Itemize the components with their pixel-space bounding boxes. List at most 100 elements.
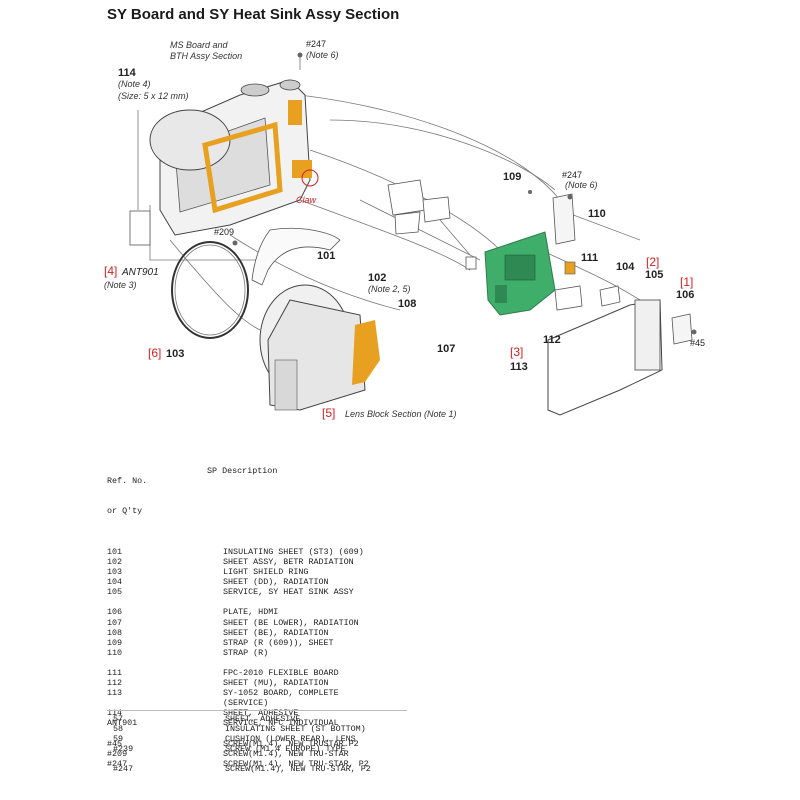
callout-110: 110: [588, 208, 606, 220]
callout-113: 113: [510, 361, 528, 373]
header-ref: Ref. No.: [107, 476, 148, 487]
red-label-5: [5]: [322, 406, 335, 420]
part-ref: 105: [107, 587, 123, 598]
part-ref: #239: [113, 744, 134, 755]
camera-body: [149, 79, 319, 236]
callout-112: 112: [543, 334, 561, 346]
label-claw: Claw: [296, 195, 317, 205]
label-note6a: (Note 6): [306, 50, 339, 60]
part-ref: [107, 658, 223, 668]
callout-104: 104: [616, 261, 635, 273]
strap-110: [552, 193, 576, 245]
part-ref: [107, 597, 223, 607]
ant901-sheet: [129, 210, 151, 246]
part-desc: [223, 597, 383, 607]
label-note4: (Note 4): [118, 79, 151, 89]
red-label-2: [2]: [646, 255, 659, 269]
part-ref: 110: [107, 647, 123, 658]
part-desc: SHEET, ADHESIVE: [225, 714, 301, 724]
part-ref: 101: [107, 546, 123, 557]
label-size: (Size: 5 x 12 mm): [118, 91, 189, 101]
part-ref: 108: [107, 627, 123, 638]
callout-111: 111: [581, 252, 598, 264]
part-desc: PLATE, HDMI: [223, 607, 279, 618]
exploded-diagram: MS Board and BTH Assy Section (Note 4) (…: [104, 39, 705, 420]
parts-row: 108 SHEET (BE), RADIATION: [107, 628, 527, 638]
parts-row: [107, 597, 527, 607]
part-ref: 107: [107, 617, 123, 628]
sheet-107: [465, 256, 477, 270]
part-ref: 102: [107, 556, 123, 567]
label-note6b: (Note 6): [565, 180, 598, 190]
parts-row: 102 SHEET ASSY, BETR RADIATION: [107, 557, 527, 567]
part-desc: [223, 658, 383, 668]
label-bth-assy: BTH Assy Section: [170, 51, 242, 61]
part-desc: INSULATING SHEET (ST3) (609): [223, 546, 364, 557]
part-desc: STRAP (R): [223, 647, 269, 658]
parts-row: 101 INSULATING SHEET (ST3) (609): [107, 547, 527, 557]
part-desc: SY-1052 BOARD, COMPLETE (SERVICE): [223, 688, 344, 709]
insulating-sheet-101: [251, 227, 341, 286]
callout-247b: #247: [562, 170, 582, 180]
part-desc: SHEET (DD), RADIATION: [223, 577, 329, 588]
part-desc: SCREW(M1.4), NEW TRUSTAR.P2: [223, 738, 359, 749]
part-desc: INSULATING SHEET (ST BOTTOM): [225, 724, 366, 735]
part-ref: #247: [113, 764, 134, 775]
parts-row: [107, 754, 527, 764]
part-desc: SCREW(M1.4), NEW TRU-STAR, P2: [223, 758, 369, 769]
sheet-102: [387, 179, 426, 235]
red-label-1: [1]: [680, 275, 693, 289]
callout-103: 103: [166, 348, 184, 360]
sheet-104: [599, 285, 621, 307]
page-title: SY Board and SY Heat Sink Assy Section: [107, 6, 400, 23]
part-desc: SHEET (MU), RADIATION: [223, 678, 329, 689]
part-desc: SCREW(M1.4), NEW TRU-STAR: [223, 748, 349, 759]
callout-109: 109: [503, 171, 521, 183]
heat-sink-105: [547, 299, 663, 416]
part-ref: 58: [113, 724, 124, 735]
part-ref: 114: [107, 708, 123, 719]
part-desc: [225, 754, 385, 764]
callout-106: 106: [676, 289, 694, 301]
part-ref: ANT901: [107, 718, 138, 729]
part-desc: STRAP (R (609)), SHEET: [223, 637, 334, 648]
label-lens-block: Lens Block Section (Note 1): [345, 409, 457, 419]
part-ref: #209: [107, 748, 128, 759]
part-desc: FPC-2010 FLEXIBLE BOARD: [223, 667, 339, 678]
part-ref: #247: [107, 758, 128, 769]
screws: [232, 52, 697, 335]
label-note3: (Note 3): [104, 280, 137, 290]
part-ref: 59: [113, 734, 124, 745]
sheet-112: [554, 285, 583, 311]
part-desc: SHEET ASSY, BETR RADIATION: [223, 556, 354, 567]
callout-105: 105: [645, 269, 663, 281]
parts-row: [107, 658, 527, 668]
callout-ant901: ANT901: [121, 267, 159, 278]
fpc-111: [564, 261, 576, 275]
red-label-3: [3]: [510, 345, 523, 359]
red-label-6: [6]: [148, 346, 161, 360]
page-cut-divider: [107, 710, 407, 715]
parts-row: #247 SCREW(M1.4), NEW TRU-STAR, P2: [107, 759, 527, 769]
part-ref: 111: [107, 667, 123, 678]
callout-114: 114: [118, 67, 137, 79]
part-ref: 103: [107, 567, 123, 578]
parts-header: Ref. No. or Q'ty SP Description: [107, 456, 527, 537]
part-desc: SHEET (BE), RADIATION: [223, 627, 329, 638]
part-desc: SHEET (BE LOWER), RADIATION: [223, 617, 359, 628]
callout-102: 102: [368, 272, 386, 284]
part-desc: SCREW(M1.4), NEW TRU-STAR, P2: [225, 764, 371, 775]
label-note2-5: (Note 2, 5): [368, 284, 411, 294]
callout-247a: #247: [306, 39, 326, 49]
